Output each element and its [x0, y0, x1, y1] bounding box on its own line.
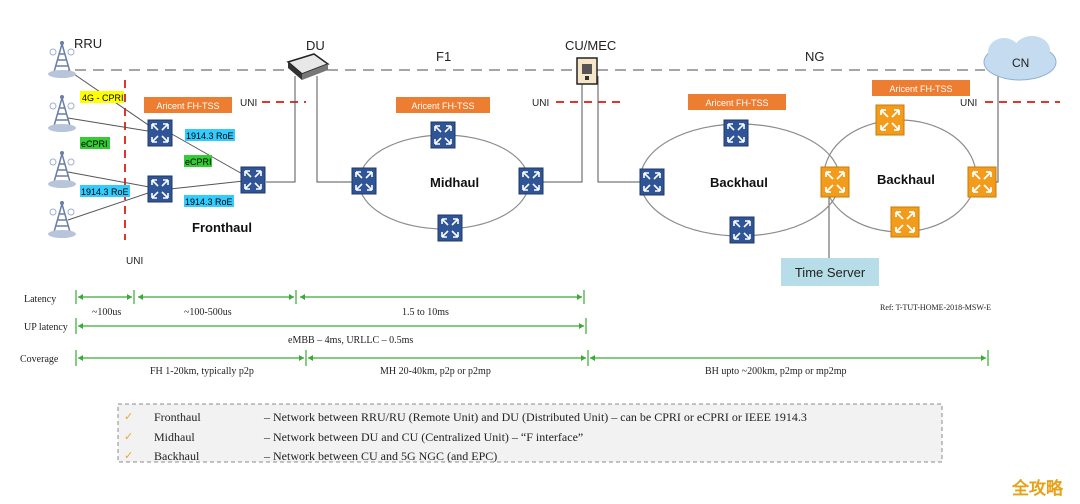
backhaul-orange-switch-icon — [820, 166, 850, 198]
du-label: DU — [306, 38, 325, 53]
time-server-box — [781, 258, 879, 286]
check-icon: ✓ — [124, 450, 133, 462]
roe-tag-label: 1914.3 RoE — [185, 197, 233, 207]
up-latency-label: UP latency — [24, 322, 68, 333]
legend-desc: – Network between RRU/RU (Remote Unit) a… — [263, 410, 807, 424]
fh-tss-label: Aricent FH-TSS — [705, 98, 768, 108]
midhaul-switch-icon — [430, 121, 456, 149]
backhaul-orange-switch-icon — [875, 104, 905, 136]
coverage-value: BH upto ~200km, p2mp or mp2mp — [705, 366, 847, 377]
fh-tss-label: Aricent FH-TSS — [156, 101, 219, 111]
legend-desc: – Network between CU and 5G NGC (and EPC… — [263, 449, 497, 463]
uni-label: UNI — [532, 98, 549, 109]
check-icon: ✓ — [124, 411, 133, 423]
legend-rows: ✓ Fronthaul – Network between RRU/RU (Re… — [124, 410, 807, 463]
uni-label: UNI — [960, 98, 977, 109]
f1-label: F1 — [436, 49, 451, 64]
rru-tower-icon — [47, 40, 77, 79]
roe-tag-label: 1914.3 RoE — [81, 187, 129, 197]
latency-value: ~100-500us — [184, 307, 232, 318]
check-icon: ✓ — [124, 431, 133, 443]
du-device-icon — [286, 53, 330, 80]
backhaul-label: Backhaul — [710, 175, 768, 190]
backhaul-orange-switch-icon — [890, 206, 920, 238]
cu-mec-server-icon — [576, 57, 598, 85]
roe-tag — [184, 195, 234, 207]
fh-tss-label: Aricent FH-TSS — [889, 84, 952, 94]
up-latency-value: eMBB – 4ms, URLLC – 0.5ms — [288, 335, 413, 346]
cpri-tag — [80, 91, 124, 103]
legend-desc: – Network between DU and CU (Centralized… — [263, 430, 583, 444]
fronthaul-label: Fronthaul — [192, 220, 252, 235]
latency-value: 1.5 to 10ms — [402, 307, 449, 318]
reference-note: Ref: T-TUT-HOME-2018-MSW-E — [880, 303, 991, 312]
fh-tss-label: Aricent FH-TSS — [411, 101, 474, 111]
rru-tower-icon — [47, 200, 77, 239]
uni-label: UNI — [126, 256, 143, 267]
latency-label: Latency — [24, 294, 56, 305]
midhaul-label: Midhaul — [430, 175, 479, 190]
watermark: 全攻略 — [1011, 478, 1064, 498]
coverage-label: Coverage — [20, 354, 59, 365]
backhaul-switch-icon — [729, 216, 755, 244]
ecpri-tag — [184, 155, 212, 167]
fronthaul-links — [67, 69, 999, 258]
fronthaul-aggregation-switch-icon — [240, 166, 266, 194]
rru-tower-icon — [47, 150, 77, 189]
fh-tss-box — [688, 94, 786, 110]
time-server-label: Time Server — [795, 265, 866, 280]
ecpri-tag-label: eCPRI — [81, 139, 108, 149]
ng-label: NG — [805, 49, 825, 64]
midhaul-switch-icon — [437, 214, 463, 242]
cn-label: CN — [1012, 56, 1029, 70]
midhaul-switch-icon — [351, 167, 377, 195]
coverage-value: MH 20-40km, p2p or p2mp — [380, 366, 491, 377]
backhaul-label: Backhaul — [877, 172, 935, 187]
legend-box — [117, 403, 943, 463]
latency-value: ~100us — [92, 307, 121, 318]
legend-term: Fronthaul — [154, 410, 201, 424]
roe-tag — [80, 185, 130, 197]
fronthaul-switch-icon — [147, 175, 173, 203]
cu-mec-label: CU/MEC — [565, 38, 616, 53]
cpri-tag-label: 4G - CPRI — [82, 93, 124, 103]
roe-tag — [185, 129, 235, 141]
ecpri-tag — [80, 137, 110, 149]
rru-tower-icon — [47, 94, 77, 133]
backhaul-orange-switch-icon — [967, 166, 997, 198]
fh-tss-box — [144, 97, 232, 113]
fh-tss-box — [396, 97, 490, 113]
backhaul-switch-icon — [639, 168, 665, 196]
fh-tss-box — [872, 80, 970, 96]
fronthaul-switch-icon — [147, 119, 173, 147]
ecpri-tag-label: eCPRI — [185, 157, 212, 167]
cn-cloud-icon — [983, 36, 1057, 81]
midhaul-switch-icon — [518, 167, 544, 195]
uni-label: UNI — [240, 98, 257, 109]
timing-arrows — [75, 290, 989, 366]
roe-tag-label: 1914.3 RoE — [186, 131, 234, 141]
coverage-value: FH 1-20km, typically p2p — [150, 366, 254, 377]
legend-term: Midhaul — [154, 430, 195, 444]
backhaul-switch-icon — [723, 119, 749, 147]
legend-term: Backhaul — [154, 449, 200, 463]
rru-label: RRU — [74, 36, 102, 51]
